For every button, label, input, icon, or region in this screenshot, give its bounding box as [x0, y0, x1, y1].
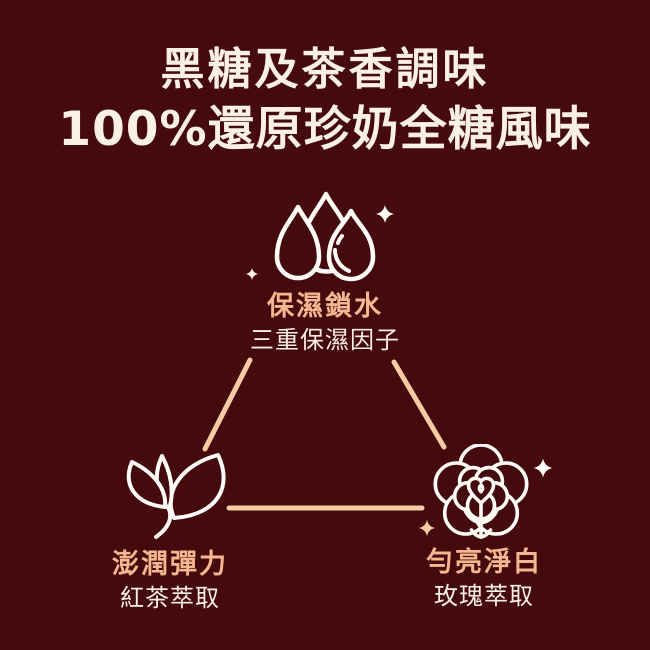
node-heading: 澎潤彈力	[112, 549, 228, 580]
tea-leaf-icon	[126, 453, 226, 539]
node-subtext: 紅茶萃取	[120, 584, 220, 612]
node-subtext: 玫瑰萃取	[434, 582, 534, 610]
node-label-plumping: 澎潤彈力 紅茶萃取	[50, 551, 290, 611]
sparkle-icon	[246, 268, 258, 280]
node-heading: 勻亮淨白	[426, 547, 542, 578]
sparkle-icon	[533, 458, 553, 478]
title-line-2: 100%還原珍奶全糖風味	[58, 102, 592, 157]
rose-icon	[433, 444, 529, 539]
triangle-left-edge	[202, 357, 253, 452]
title-line-1: 黑糖及茶香調味	[160, 44, 490, 95]
water-drops-icon	[274, 191, 376, 282]
sparkle-icon	[419, 520, 435, 536]
node-label-moisturizing: 保濕鎖水 三重保濕因子	[0, 293, 650, 353]
node-label-brightening: 勻亮淨白 玫瑰萃取	[364, 549, 604, 609]
triangle-right-edge	[391, 359, 447, 450]
node-heading: 保濕鎖水	[267, 291, 383, 322]
page-title: 黑糖及茶香調味 100%還原珍奶全糖風味	[0, 44, 650, 157]
sparkle-icon	[376, 205, 394, 223]
node-subtext: 三重保濕因子	[250, 326, 400, 354]
